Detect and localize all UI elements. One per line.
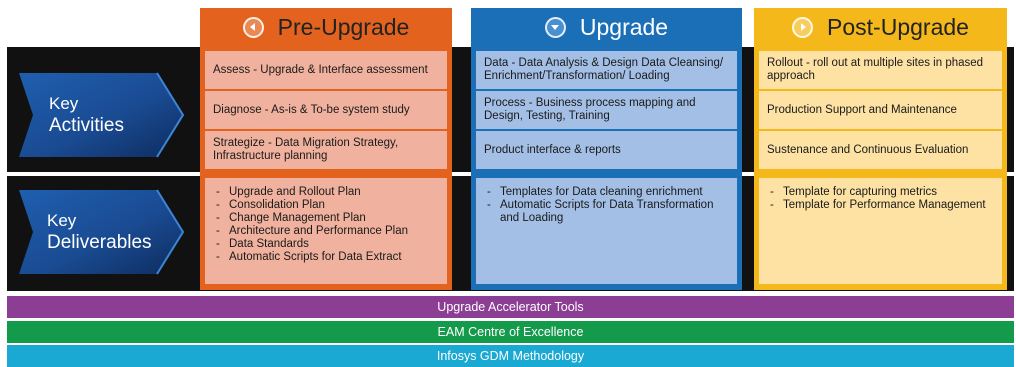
list-item: Upgrade and Rollout Plan (213, 186, 408, 199)
activity-text: Product interface & reports (484, 143, 621, 156)
upgrade-activity-3: Product interface & reports (476, 131, 737, 169)
post-upgrade-activity-2: Production Support and Maintenance (759, 91, 1002, 129)
key-activities-line1: Key (49, 94, 79, 113)
deliverables-list: Template for capturing metrics Template … (767, 186, 986, 212)
activity-text: Data - Data Analysis & Design Data Clean… (484, 57, 724, 82)
arrow-down-circle-icon (544, 16, 566, 38)
activity-text: Diagnose - As-is & To-be system study (213, 103, 410, 116)
arrow-left-circle-icon (242, 16, 264, 38)
activity-text: Strategize - Data Migration Strategy, In… (213, 137, 399, 162)
list-item: Consolidation Plan (213, 199, 408, 212)
list-item: Automatic Scripts for Data Transformatio… (484, 199, 729, 225)
key-deliverables-line2: Deliverables (47, 232, 152, 253)
post-upgrade-title: Post-Upgrade (827, 13, 969, 40)
key-deliverables-line1: Key (47, 211, 77, 230)
pre-upgrade-header: Pre-Upgrade (200, 8, 452, 46)
list-item: Automatic Scripts for Data Extract (213, 251, 408, 264)
band-label: Infosys GDM Methodology (436, 349, 585, 363)
activity-text: Rollout - roll out at multiple sites in … (767, 57, 984, 82)
post-upgrade-header: Post-Upgrade (754, 8, 1007, 46)
band-eam-centre-of-excellence: EAM Centre of Excellence (7, 321, 1014, 343)
upgrade-deliverables: Templates for Data cleaning enrichment A… (476, 178, 737, 284)
key-deliverables-chevron: Key Deliverables (19, 188, 185, 276)
list-item: Architecture and Performance Plan (213, 225, 408, 238)
list-item: Template for Performance Management (767, 199, 986, 212)
band-label: Upgrade Accelerator Tools (437, 300, 584, 314)
post-upgrade-deliverables: Template for capturing metrics Template … (759, 178, 1002, 284)
list-item: Data Standards (213, 238, 408, 251)
pre-upgrade-title: Pre-Upgrade (277, 13, 410, 40)
upgrade-activity-2: Process - Business process mapping and D… (476, 91, 737, 129)
chevron-arrow-icon (19, 72, 185, 158)
key-activities-chevron: Key Activities (19, 71, 185, 159)
list-item: Change Management Plan (213, 212, 408, 225)
activity-text: Assess - Upgrade & Interface assessment (213, 63, 428, 76)
list-item: Template for capturing metrics (767, 186, 986, 199)
pre-upgrade-deliverables: Upgrade and Rollout Plan Consolidation P… (205, 178, 447, 284)
pre-upgrade-activity-2: Diagnose - As-is & To-be system study (205, 91, 447, 129)
activity-text: Sustenance and Continuous Evaluation (767, 143, 969, 156)
band-upgrade-accelerator-tools: Upgrade Accelerator Tools (7, 296, 1014, 318)
upgrade-activity-1: Data - Data Analysis & Design Data Clean… (476, 51, 737, 89)
key-activities-line2: Activities (49, 115, 124, 136)
upgrade-title: Upgrade (579, 13, 669, 40)
deliverables-list: Templates for Data cleaning enrichment A… (484, 186, 729, 225)
pre-upgrade-activity-3: Strategize - Data Migration Strategy, In… (205, 131, 447, 169)
post-upgrade-activity-3: Sustenance and Continuous Evaluation (759, 131, 1002, 169)
activity-text: Process - Business process mapping and D… (484, 97, 696, 122)
post-upgrade-activity-1: Rollout - roll out at multiple sites in … (759, 51, 1002, 89)
chevron-arrow-icon (19, 189, 185, 275)
pre-upgrade-activity-1: Assess - Upgrade & Interface assessment (205, 51, 447, 89)
deliverables-list: Upgrade and Rollout Plan Consolidation P… (213, 186, 408, 264)
upgrade-header: Upgrade (471, 8, 742, 46)
band-infosys-gdm-methodology: Infosys GDM Methodology (7, 345, 1014, 367)
list-item: Templates for Data cleaning enrichment (484, 186, 729, 199)
arrow-right-circle-icon (792, 16, 814, 38)
activity-text: Production Support and Maintenance (767, 103, 957, 116)
band-label: EAM Centre of Excellence (437, 325, 584, 339)
